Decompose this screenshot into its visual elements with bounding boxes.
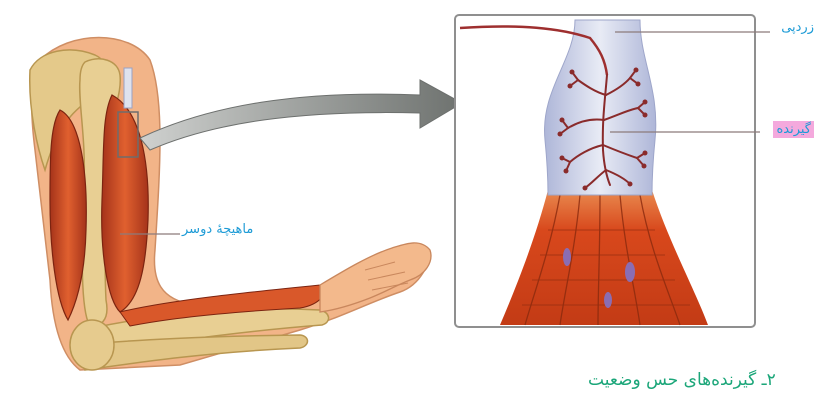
magnified-view [455,15,755,327]
receptor-label: گیرنده [773,121,814,138]
upper-tendon [124,68,132,108]
tendon-label: زردپی [781,20,814,35]
section-heading: ۲ـ گیرنده‌های حس وضعیت [588,370,776,390]
arm-illustration [30,38,431,371]
elbow-joint [70,320,114,370]
zoom-arrow [140,80,462,150]
biceps-label: ماهیچهٔ دوسر [182,222,253,237]
